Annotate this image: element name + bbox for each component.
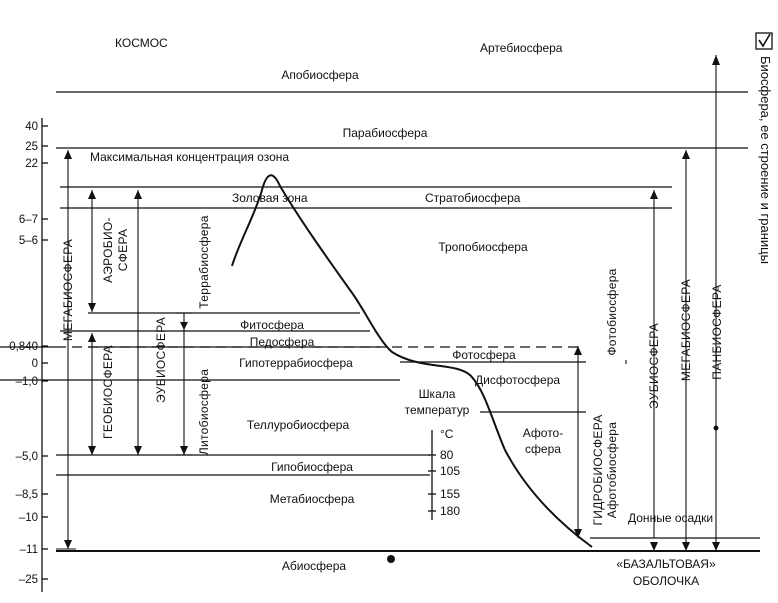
hydrobiosphere-label: ГИДРОБИОСФЕРА [591,414,605,525]
tick-label: –8,5 [16,489,38,501]
relief-curve [231,174,593,548]
left-extent-markers [56,150,192,550]
panbiosphere-label: ПАНБИОСФЕРА [710,284,724,379]
arrow-down-icon [650,542,658,551]
basalt-shell-label-line1: «БАЗАЛЬТОВАЯ» [616,557,716,571]
arrow-up-icon [88,333,96,342]
tick-label: 25 [25,141,38,153]
photosphere-label: Фотосфера [452,348,516,362]
tropobiosphere-label: Тропобиосфера [438,240,528,254]
aerobiosphere-label-line1: АЭРОБИО- [101,217,115,283]
side-title: Биосфера, ее строение и границы [755,32,773,264]
abiosphere-label: Абиосфера [282,559,346,573]
disphotosphere-label: Дисфотосфера [475,373,560,387]
tellurobiosphere-label: Теллуробиосфера [247,418,350,432]
arrow-down-icon [180,322,188,330]
arrow-down-icon [682,542,690,551]
tick-label: 40 [25,121,38,133]
temperature-value: 155 [440,487,460,501]
arrow-down-icon [88,303,96,312]
temperature-scale-title-line1: Шкала [419,387,456,401]
pedosphere-label: Педосфера [250,335,315,349]
tick-label: –10 [19,512,38,524]
ink-blot [713,425,719,431]
artebiosphere-label: Артебиосфера [480,41,563,55]
side-title-text: Биосфера, ее строение и границы [758,56,773,264]
megabiosphere-label: МЕГАБИОСФЕРА [61,239,75,341]
cosmos-label: КОСМОС [115,36,168,50]
tick-label: 6–7 [19,214,38,226]
phytosphere-label: Фитосфера [240,318,304,332]
right-extent-markers [574,55,720,551]
arrow-down-icon [574,529,582,538]
tick-label: –11 [20,544,38,556]
arrow-up-icon [88,190,96,199]
geobiosphere-label: ГЕОБИОСФЕРА [101,345,115,439]
tick-label: 5–6 [19,235,38,247]
ozone-label: Максимальная концентрация озона [90,150,289,164]
zone-boundaries [0,91,760,552]
photobiosphere-label: Фотобиосфера [605,268,619,355]
eubiosphere-label: ЭУБИОСФЕРА [154,317,168,403]
arrow-down-icon [180,446,188,455]
temperature-scale: Шкала температур °C 80 105 155 180 [405,387,470,520]
tick-label: –25 [19,574,38,586]
lithobiosphere-label: Литобиосфера [197,369,211,455]
arrow-up-icon [712,55,720,65]
hypobiosphere-label: Гипобиосфера [271,460,353,474]
tick-label: –5,0 [16,451,38,463]
temperature-value: 80 [440,448,454,462]
metabiosphere-label: Метабиосфера [270,492,355,506]
arrow-up-icon [64,150,72,159]
tick-label: 22 [25,158,38,170]
basalt-shell-label-line2: ОБОЛОЧКА [633,574,699,588]
arrow-up-icon [650,190,658,199]
aphotosphere-label-line2: сфера [525,442,561,456]
terrabiosphere-label: Террабиосфера [197,215,211,308]
bottom-sediments-label: Донные осадки [628,511,713,525]
apobiosphere-label: Апобиосфера [281,68,359,82]
aerobiosphere-label-line2: СФЕРА [116,229,130,272]
aphotosphere-label-line1: Афото- [523,426,563,440]
tick-label: –1,0 [16,376,38,388]
tick-label: 0 [32,358,38,370]
arrow-up-icon [134,190,142,199]
arrow-up-icon [682,150,690,159]
checkbox-icon [755,32,773,50]
arrow-down-icon [64,540,72,549]
checkmark-icon [758,33,771,48]
temperature-value: 180 [440,504,460,518]
arrow-down-icon [134,446,142,455]
temperature-scale-title-line2: температур [405,403,470,417]
arrow-up-icon [574,346,582,355]
eubiosphere-right-label: ЭУБИОСФЕРА [647,323,661,409]
altitude-axis: 40 25 22 6–7 5–6 0,840 0 –1,0 –5,0 –8,5 … [9,118,48,592]
temperature-unit: °C [440,427,454,441]
aphotobiosphere-label: Афотобиосфера [605,422,619,519]
megabiosphere-right-label: МЕГАБИОСФЕРА [679,279,693,381]
ink-blot [387,555,395,563]
aeolian-zone-label: Золовая зона [232,191,308,205]
arrow-down-icon [88,446,96,455]
stratobiosphere-label: Стратобиосфера [425,191,521,205]
arrow-down-icon [712,542,720,551]
temperature-value: 105 [440,464,460,478]
hypoterrabiosphere-label: Гипотеррабиосфера [239,356,353,370]
parabiosphere-label: Парабиосфера [343,126,428,140]
